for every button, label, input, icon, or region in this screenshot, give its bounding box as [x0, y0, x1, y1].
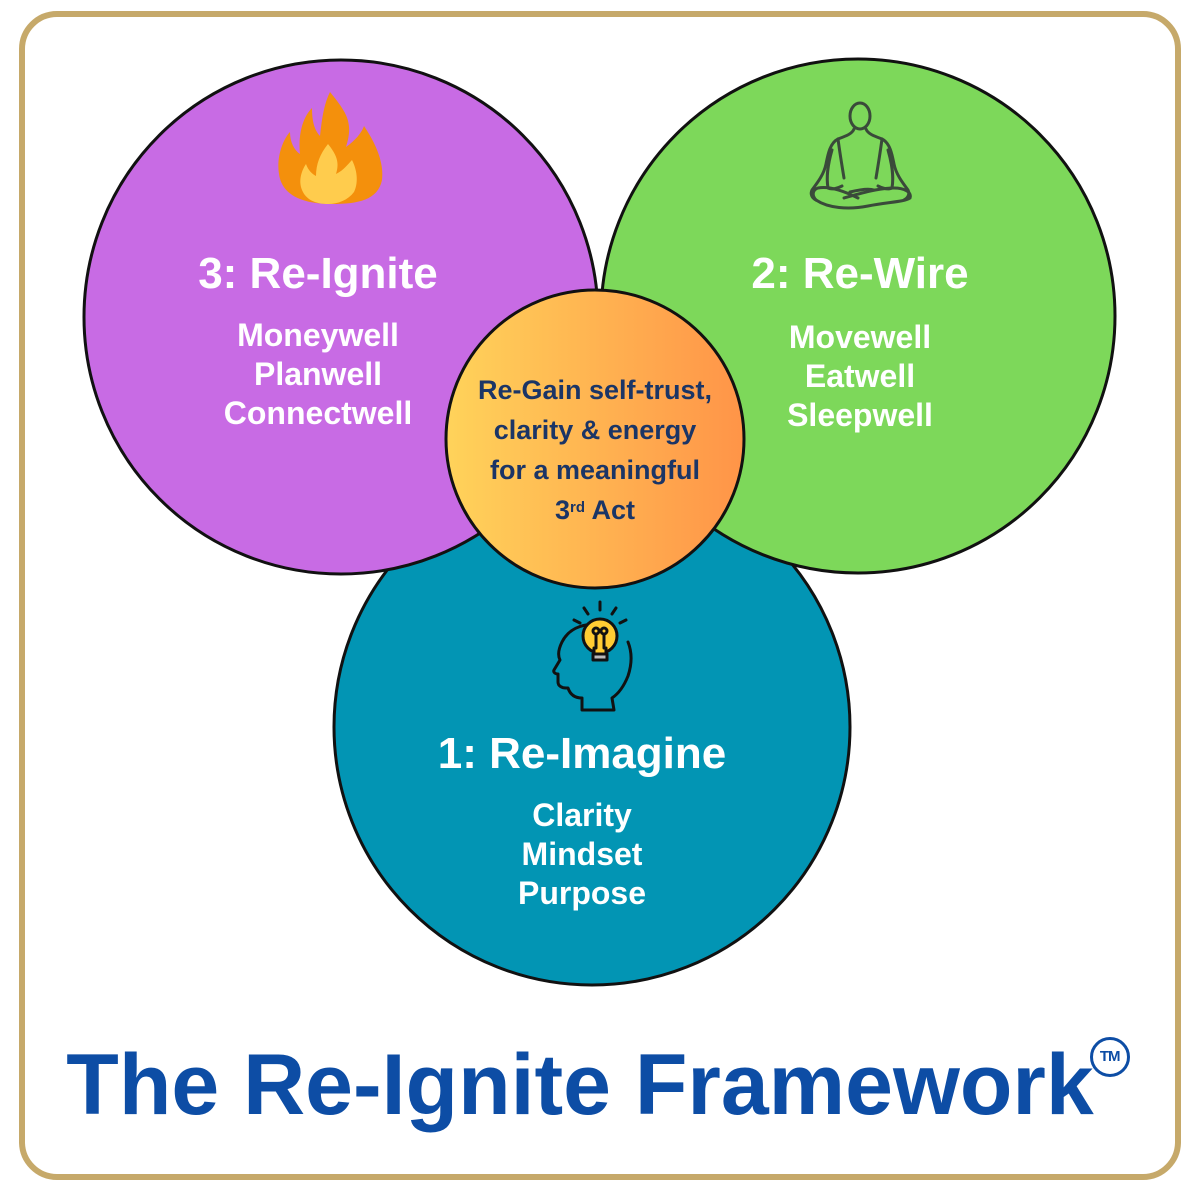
- center-statement: Re-Gain self-trust, clarity & energy for…: [445, 370, 745, 530]
- center-last-word: Act: [591, 495, 636, 525]
- re-wire-item: Movewell: [788, 319, 932, 355]
- center-ordinal-number: 3: [554, 495, 570, 525]
- re-wire-item: Eatwell: [804, 358, 916, 394]
- re-wire-heading: 2: Re-Wire: [751, 249, 969, 298]
- re-ignite-item: Planwell: [253, 356, 383, 392]
- center-line: 3rd Act: [445, 490, 745, 530]
- re-imagine-label: 1: Re-Imagine Clarity Mindset Purpose: [412, 728, 752, 913]
- title-text: The Re-Ignite Framework: [66, 1037, 1094, 1133]
- re-imagine-item: Clarity: [532, 797, 632, 833]
- center-line: for a meaningful: [489, 455, 700, 485]
- trademark-icon: TM: [1089, 1037, 1130, 1077]
- center-ordinal-suffix: rd: [570, 499, 585, 516]
- center-line: Re-Gain self-trust,: [477, 375, 713, 405]
- fire-icon: [278, 92, 383, 204]
- re-ignite-item: Moneywell: [237, 317, 399, 353]
- re-imagine-heading: 1: Re-Imagine: [437, 729, 727, 778]
- meditation-icon: [809, 101, 912, 210]
- re-wire-item: Sleepwell: [787, 397, 933, 433]
- re-wire-label: 2: Re-Wire Movewell Eatwell Sleepwell: [692, 248, 1028, 435]
- re-ignite-heading: 3: Re-Ignite: [198, 249, 438, 298]
- re-ignite-label: 3: Re-Ignite Moneywell Planwell Connectw…: [150, 248, 486, 433]
- center-circle: [444, 288, 746, 590]
- re-ignite-item: Connectwell: [223, 395, 413, 431]
- center-line: clarity & energy: [493, 415, 697, 445]
- re-imagine-item: Purpose: [517, 875, 647, 911]
- re-imagine-item: Mindset: [521, 836, 643, 872]
- head-lightbulb-icon: [552, 600, 633, 712]
